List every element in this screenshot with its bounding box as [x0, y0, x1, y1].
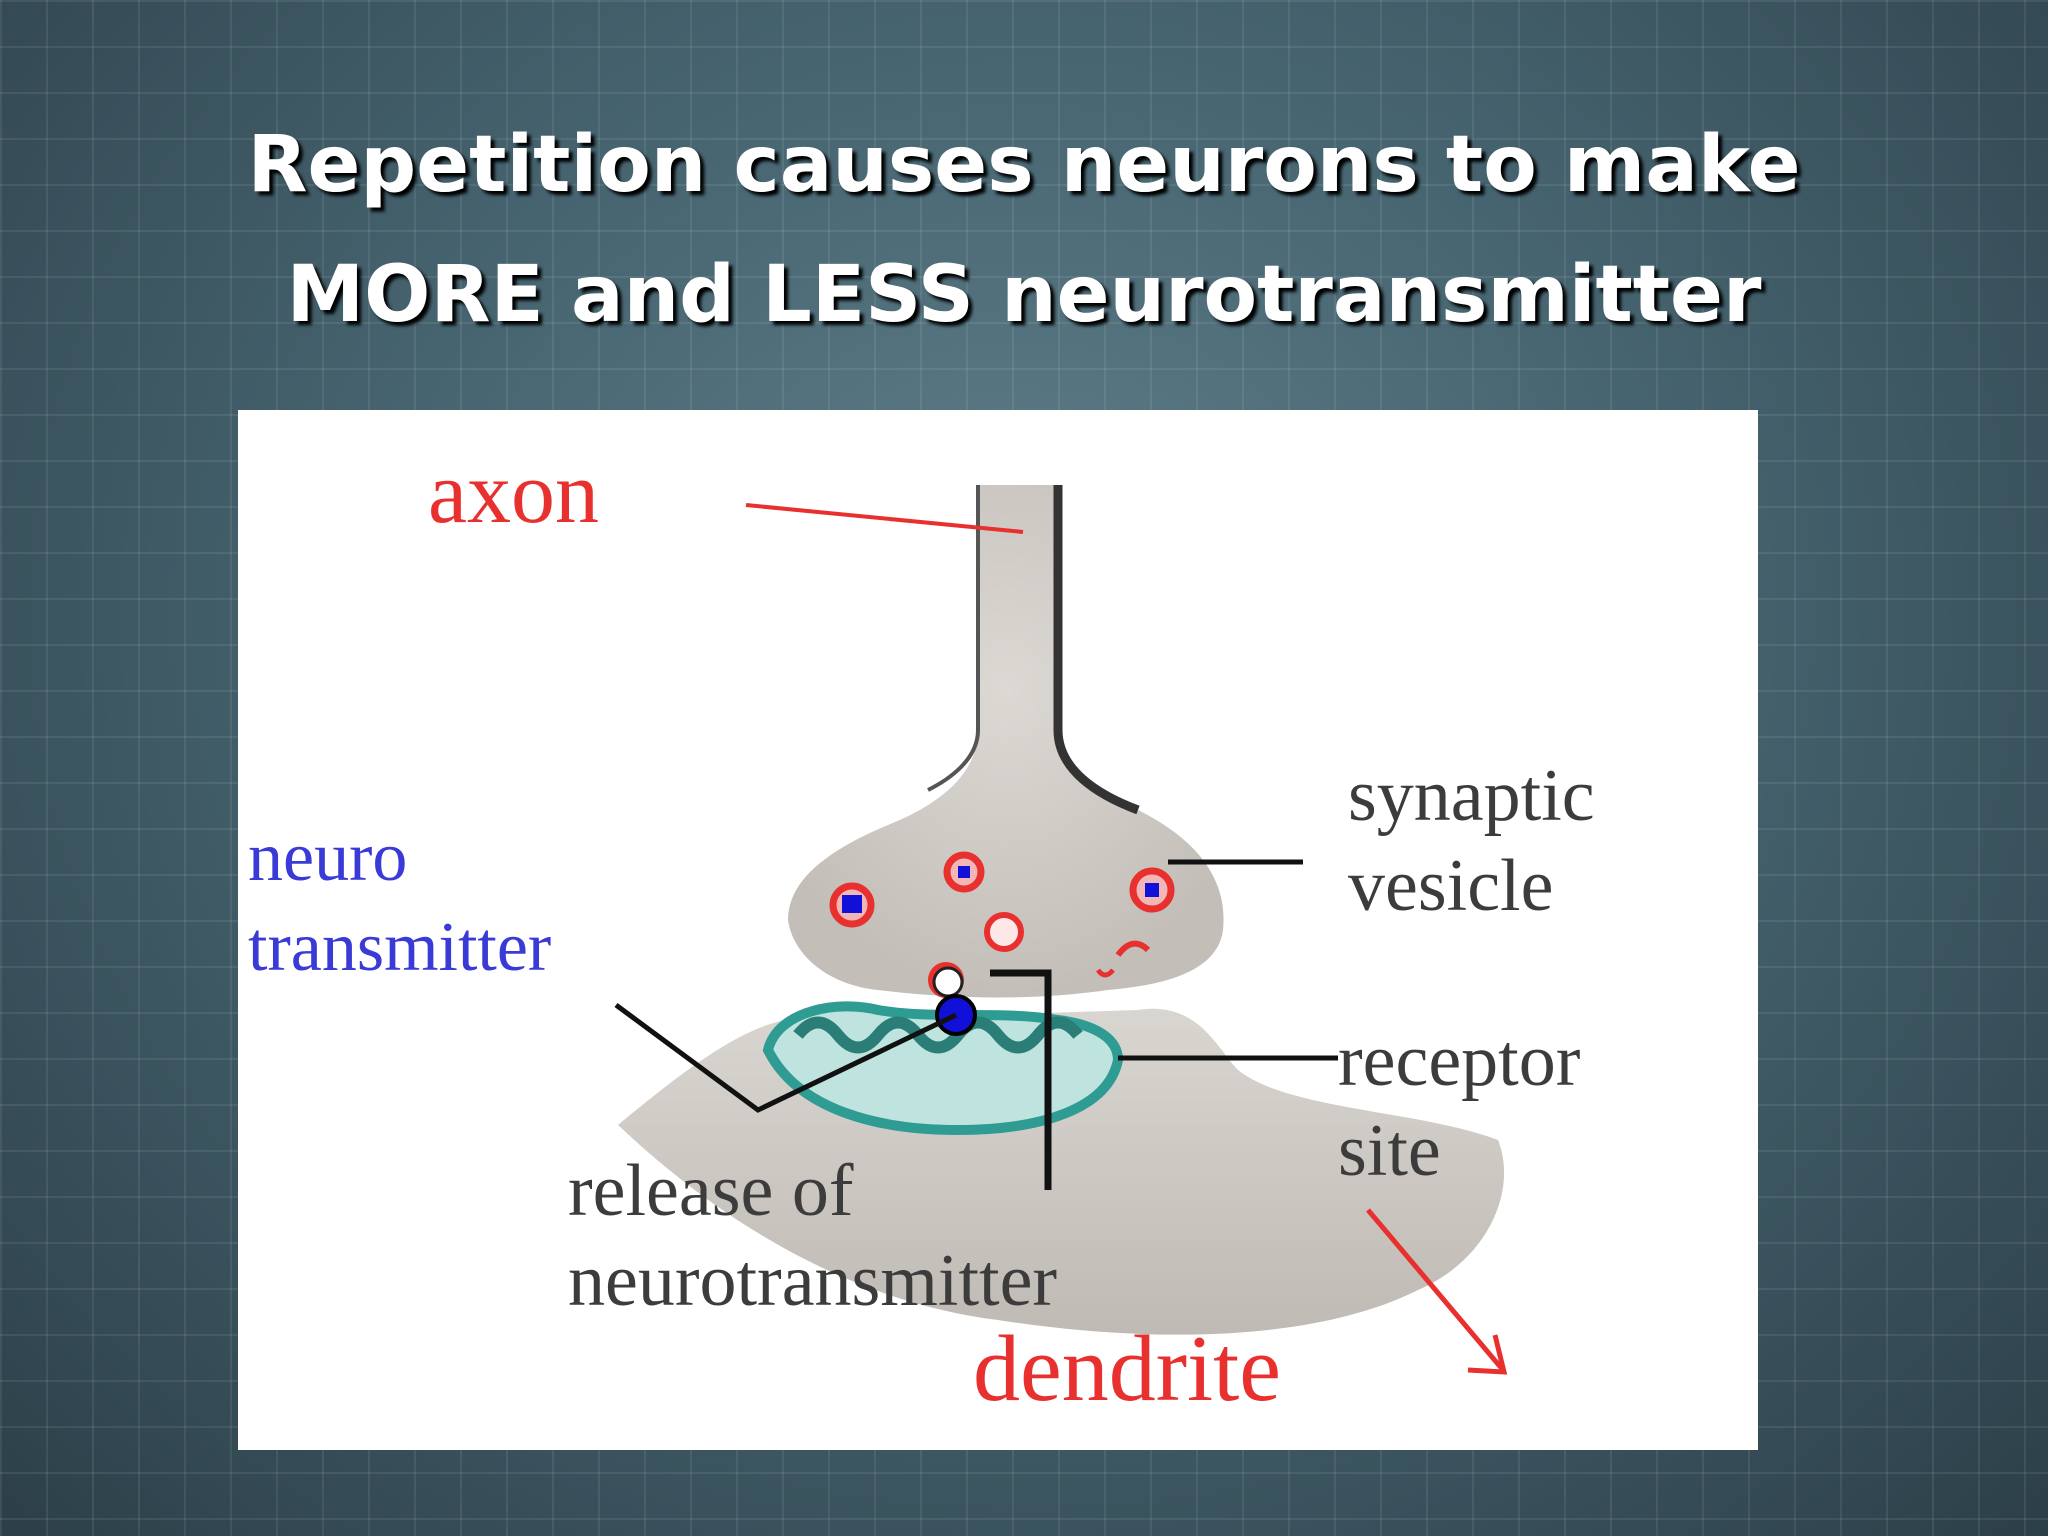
vesicle	[984, 912, 1024, 952]
axon-leader-line	[745, 503, 1024, 534]
label-axon: axon	[428, 445, 599, 542]
label-neuro: neuro	[248, 819, 407, 896]
synapse-diagram: axon neuro transmitter synaptic vesicle …	[238, 410, 1758, 1450]
release-leader-line	[990, 969, 1052, 1190]
neurotransmitter-leader-line	[614, 1002, 958, 1113]
label-site: site	[1338, 1110, 1441, 1192]
label-transmitter: transmitter	[248, 909, 551, 986]
axon-shape	[788, 485, 1224, 998]
slide-title: Repetition causes neurons to make MORE a…	[0, 100, 2048, 360]
label-vesicle: vesicle	[1348, 845, 1553, 927]
vesicle-dot	[842, 895, 862, 913]
vesicle-dot	[958, 866, 970, 878]
synapse-diagram-svg: axon neuro transmitter synaptic vesicle …	[248, 445, 1595, 1421]
label-neurotransmitter: neurotransmitter	[568, 1240, 1057, 1322]
axon-edge-right	[1053, 485, 1140, 815]
dendrite-arrow-line	[1366, 1208, 1505, 1372]
slide-title-line-2: MORE and LESS neurotransmitter	[286, 250, 1762, 340]
vesicle-fragment	[1095, 968, 1115, 978]
vesicle-dot	[1145, 883, 1159, 897]
label-synaptic: synaptic	[1348, 755, 1595, 837]
label-release-of: release of	[568, 1150, 854, 1232]
vesicle-fragment	[1115, 940, 1151, 957]
dendrite-arrow-head	[1467, 1334, 1508, 1375]
receptor-wave	[793, 1016, 1083, 1054]
label-receptor: receptor	[1338, 1020, 1580, 1102]
released-neurotransmitter-white	[932, 966, 964, 998]
axon-edge-left	[927, 485, 980, 792]
label-dendrite: dendrite	[973, 1317, 1281, 1421]
slide-title-line-1: Repetition causes neurons to make	[247, 120, 1801, 210]
